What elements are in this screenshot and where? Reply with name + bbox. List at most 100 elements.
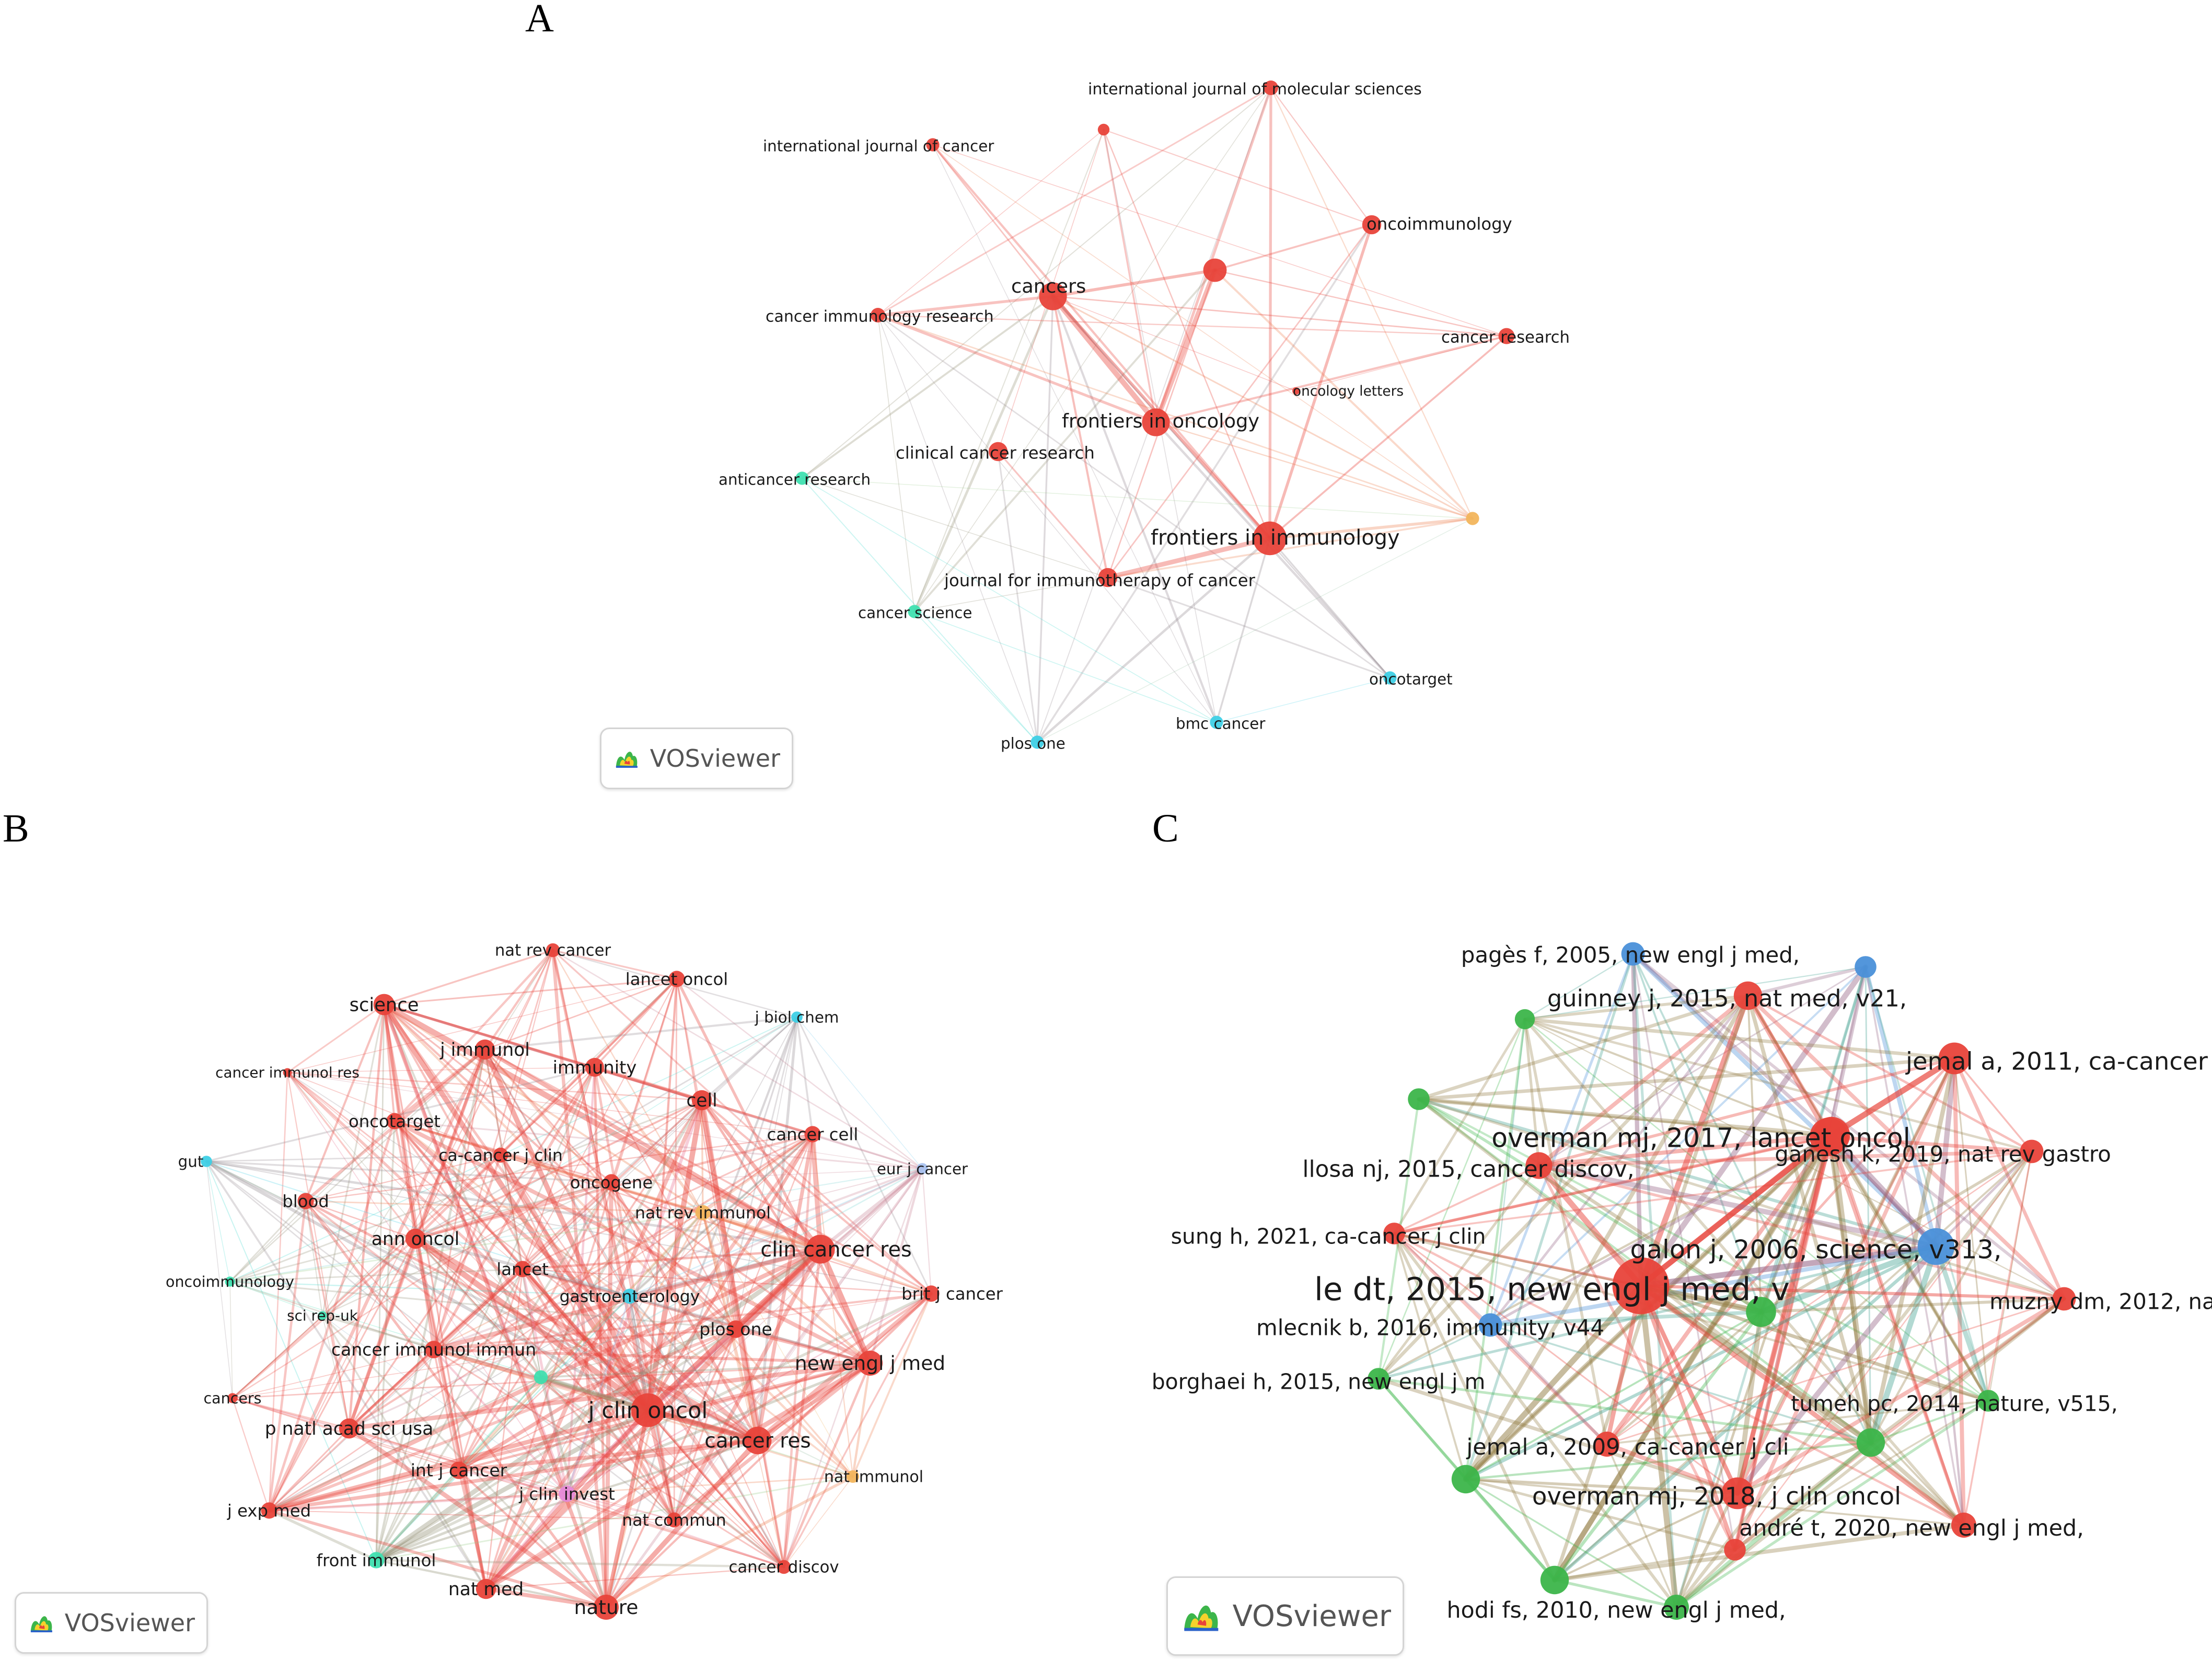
network-edge [1464,1478,1736,1551]
network-edge [522,978,677,1270]
node-label: cancer discov [728,1559,839,1577]
network-edge [674,1293,932,1520]
network-edge [540,1376,785,1568]
network-edge [485,1212,704,1590]
network-edge [801,295,1054,479]
network-edge [484,1048,785,1568]
network-edge [1393,1018,1526,1235]
network-node [534,1370,548,1385]
network-edge [672,1247,823,1522]
network-edge [700,1098,823,1251]
network-edge [552,949,932,1295]
network-edge [322,1017,797,1316]
network-edge [383,1004,487,1590]
network-edge [1153,268,1218,425]
network-edge [802,478,1108,578]
network-edge [629,1212,704,1297]
node-label: gut [178,1152,204,1170]
network-edge [348,1181,612,1430]
vosviewer-badge-b: VOSviewer [15,1592,208,1654]
node-label: oncoimmunology [1366,214,1512,234]
network-node [622,1288,638,1304]
network-node [1292,387,1300,395]
network-edge [231,1362,871,1399]
network-node [201,1156,212,1167]
network-edge [673,1016,798,1521]
network-edge [485,1268,524,1590]
network-edge [229,1168,923,1283]
network-edge [914,611,1217,723]
network-node [1514,1009,1535,1030]
network-edge [1735,1309,1764,1496]
network-edge [500,949,554,1156]
network-edge [457,1438,760,1472]
node-label: j immunol [439,1040,530,1060]
network-edge [1933,1055,1958,1250]
network-node [1621,942,1645,966]
node-label: galon j, 2006, science, v313, [1630,1234,2001,1264]
network-edge [413,1180,613,1241]
node-label: blood [282,1191,329,1211]
network-edge [1638,993,1751,1289]
network-edge [383,1004,704,1214]
network-node [804,1126,821,1143]
network-edge [1746,994,2066,1301]
node-label: international journal of molecular scien… [1088,80,1422,99]
network-node [2020,1139,2044,1163]
network-edge [566,1212,704,1495]
network-edge [1393,1232,1491,1326]
network-node [1253,521,1287,556]
network-edge [1489,1134,1833,1327]
network-edge [304,1003,386,1203]
network-edge [1537,1149,2034,1168]
network-node [858,1351,883,1376]
network-edge [1214,269,1508,337]
network-edge [321,978,678,1317]
network-edge [286,1071,650,1412]
network-edge [1154,335,1508,424]
network-edge [540,1329,736,1378]
network-edge [1465,1311,1762,1480]
network-edge [381,1001,651,1413]
network-edge [432,1267,524,1351]
network-node [225,1276,235,1287]
node-label: frontiers in immunology [1151,526,1400,550]
network-node [1466,512,1479,525]
network-edge [232,1398,675,1520]
network-edge [1827,1135,1990,1402]
network-edge [375,1066,596,1561]
network-edge [393,949,554,1123]
network-edge [629,1295,737,1330]
network-edge [432,1066,596,1351]
vosviewer-badge-label: VOSviewer [650,744,780,773]
network-edge [1464,952,1635,1481]
network-edge [1393,1232,1678,1609]
network-edge [566,1493,784,1567]
network-edge [286,1071,350,1430]
network-edge [646,977,678,1412]
network-edge [1675,1548,1736,1609]
network-edge [1269,335,1508,539]
network-edge [205,1160,612,1183]
network-edge [433,1348,785,1568]
network-edge [628,1295,785,1569]
network-edge [1675,1057,1956,1609]
network-node [386,1113,403,1129]
network-edge [1489,1018,1526,1326]
network-edge [1489,1324,1872,1444]
network-edge [485,1566,785,1590]
network-edge [348,1133,814,1430]
node-label: nat commun [622,1511,726,1530]
network-edge [393,1048,487,1123]
network-edge [432,1348,872,1365]
network-edge [700,1099,933,1295]
network-edge [1393,1232,1642,1287]
node-label: hodi fs, 2010, new engl j med, [1446,1597,1786,1623]
network-edge [645,1097,705,1413]
network-edge [229,1099,703,1283]
network-edge [305,1200,435,1351]
network-edge [383,1003,737,1331]
network-edge [346,1361,873,1431]
network-edge [1675,965,1867,1609]
network-edge [1826,1055,1958,1140]
